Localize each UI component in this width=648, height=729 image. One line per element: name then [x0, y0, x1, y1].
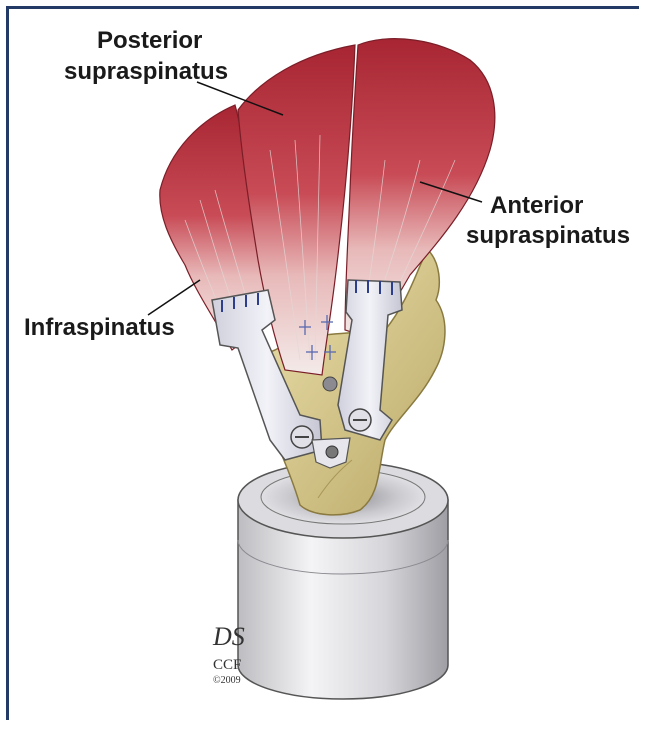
anterior-label-line1: Anterior [490, 192, 583, 219]
posterior-label-line1: Posterior [97, 27, 202, 54]
infraspinatus-label: Infraspinatus [24, 314, 175, 341]
signature-year: ©2009 [213, 675, 241, 686]
signature-org: CCF [213, 657, 241, 673]
anterior-label-line2: supraspinatus [466, 222, 630, 249]
signature-initials: DS [212, 622, 245, 651]
posterior-label-line2: supraspinatus [64, 58, 228, 85]
